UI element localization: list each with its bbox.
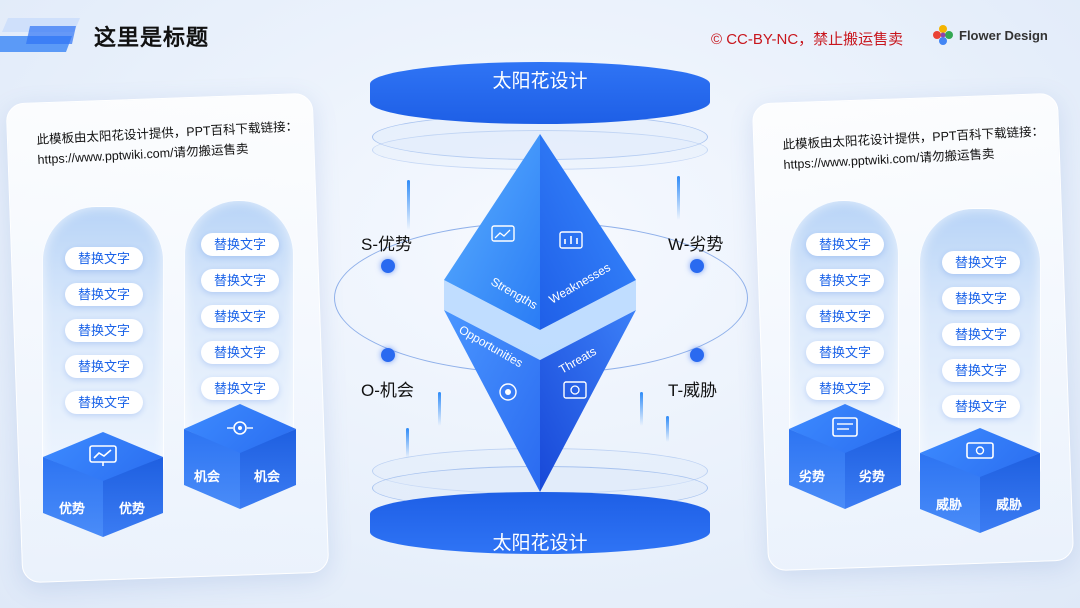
text-tag[interactable]: 替换文字 — [806, 233, 884, 256]
screen-gear-icon — [966, 442, 994, 459]
cube-left-label: 优势 — [59, 501, 86, 516]
strengths-monitor-icon — [491, 225, 515, 242]
cube-left-label: 劣势 — [799, 469, 826, 484]
t-dot — [690, 348, 704, 362]
light-line — [438, 392, 441, 426]
light-line — [666, 416, 669, 442]
license-text: © CC-BY-NC，禁止搬运售卖 — [711, 31, 904, 48]
text-tag[interactable]: 替换文字 — [201, 341, 279, 364]
cube-weaknesses: 劣势 劣势 — [789, 404, 901, 524]
text-tag[interactable]: 替换文字 — [65, 319, 143, 342]
cube-right-label: 威胁 — [996, 497, 1023, 512]
light-line — [406, 428, 409, 458]
o-label: O-机会 — [361, 381, 414, 400]
w-dot — [690, 259, 704, 273]
text-tag[interactable]: 替换文字 — [201, 269, 279, 292]
cube-left-label: 机会 — [194, 469, 221, 484]
swot-pyramid: Strengths Weaknesses Opportunities Threa… — [444, 134, 636, 492]
cube-right-label: 机会 — [254, 469, 281, 484]
text-tag[interactable]: 替换文字 — [201, 233, 279, 256]
text-tag[interactable]: 替换文字 — [942, 359, 1020, 382]
cube-opportunities: 机会 机会 — [184, 404, 296, 524]
light-line — [677, 176, 680, 220]
w-label: W-劣势 — [668, 235, 724, 254]
pillar-opportunities: 替换文字 替换文字 替换文字 替换文字 替换文字 — [184, 200, 294, 445]
text-tag[interactable]: 替换文字 — [201, 377, 279, 400]
cube-strengths: 优势 优势 — [43, 432, 163, 562]
brand: Flower Design — [932, 24, 1048, 46]
light-line — [640, 392, 643, 426]
document-list-icon — [832, 417, 858, 437]
cube-right-label: 劣势 — [859, 469, 886, 484]
text-tag[interactable]: 替换文字 — [942, 395, 1020, 418]
text-tag[interactable]: 替换文字 — [806, 377, 884, 400]
bottom-cylinder: 太阳花设计 — [370, 492, 710, 554]
monitor-chart-icon — [89, 445, 117, 466]
weaknesses-chart-icon — [559, 231, 583, 249]
opportunities-gear-icon — [499, 383, 517, 401]
cube-left-label: 威胁 — [936, 497, 963, 512]
title-decoration-icon — [0, 18, 80, 52]
text-tag[interactable]: 替换文字 — [65, 391, 143, 414]
gear-network-icon — [227, 421, 253, 435]
top-cylinder: 太阳花设计 — [370, 62, 710, 124]
brand-name: Flower Design — [959, 27, 1048, 43]
pillar-strengths: 替换文字 替换文字 替换文字 替换文字 替换文字 — [42, 206, 164, 476]
flower-logo-icon — [933, 25, 953, 45]
top-cylinder-label: 太阳花设计 — [492, 71, 588, 92]
text-tag[interactable]: 替换文字 — [806, 341, 884, 364]
light-line — [407, 180, 410, 230]
o-dot — [381, 348, 395, 362]
bottom-cylinder-label: 太阳花设计 — [492, 533, 588, 554]
text-tag[interactable]: 替换文字 — [806, 305, 884, 328]
text-tag[interactable]: 替换文字 — [942, 251, 1020, 274]
s-label: S-优势 — [361, 235, 412, 254]
t-label: T-威胁 — [668, 381, 718, 400]
text-tag[interactable]: 替换文字 — [65, 247, 143, 270]
text-tag[interactable]: 替换文字 — [942, 287, 1020, 310]
text-tag[interactable]: 替换文字 — [942, 323, 1020, 346]
threats-target-icon — [563, 381, 587, 399]
page-title: 这里是标题 — [94, 25, 210, 50]
text-tag[interactable]: 替换文字 — [65, 355, 143, 378]
text-tag[interactable]: 替换文字 — [201, 305, 279, 328]
text-tag[interactable]: 替换文字 — [65, 283, 143, 306]
s-dot — [381, 259, 395, 273]
pillar-weaknesses: 替换文字 替换文字 替换文字 替换文字 替换文字 — [789, 200, 899, 445]
cube-right-label: 优势 — [119, 501, 146, 516]
cube-threats: 威胁 威胁 — [920, 428, 1040, 558]
text-tag[interactable]: 替换文字 — [806, 269, 884, 292]
